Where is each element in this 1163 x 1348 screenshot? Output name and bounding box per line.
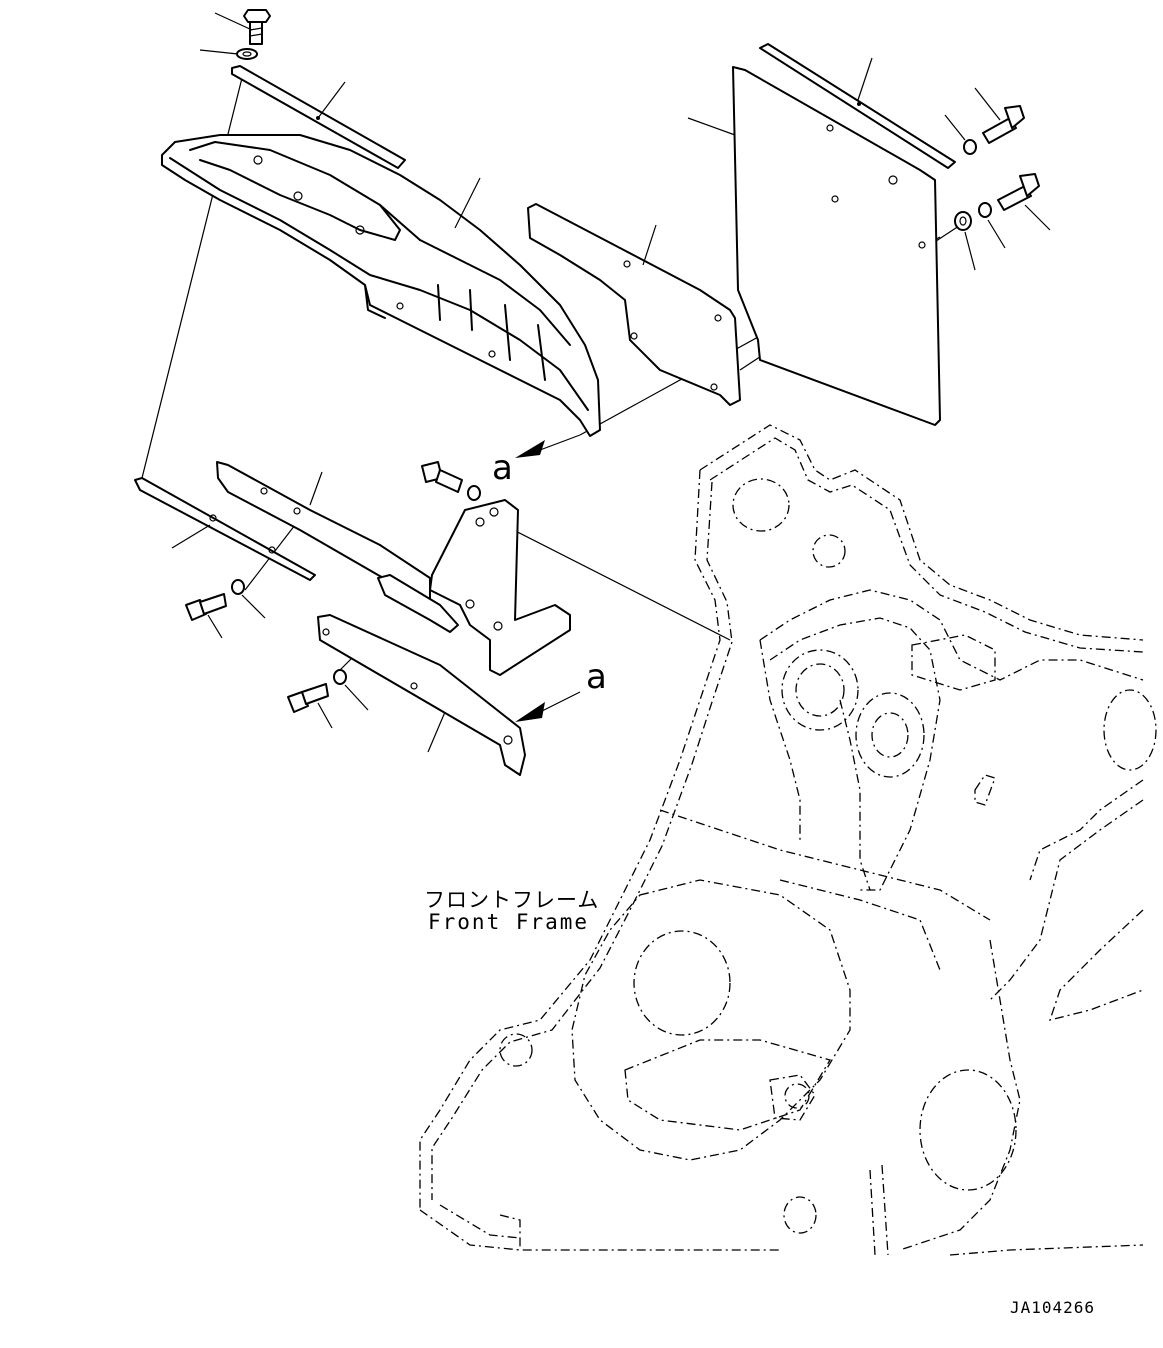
flap-bolt-1 (982, 105, 1025, 144)
flap-bolt-2 (997, 173, 1040, 211)
lower-left-strip (134, 477, 316, 581)
flap-washer-1 (963, 139, 977, 155)
left-bolt-1 (185, 593, 227, 621)
flap-clamp-strip (759, 43, 956, 169)
view-marker-a-upper: a (492, 448, 513, 488)
view-marker-a-lower: a (586, 657, 607, 697)
front-frame (419, 424, 1157, 1256)
left-washer-1 (231, 579, 245, 595)
mud-flap (732, 66, 941, 426)
callout-lines (171, 12, 1051, 753)
front-frame-label-en: Front Frame (428, 910, 590, 934)
stay-bolt (421, 461, 463, 493)
flap-nut (954, 211, 972, 231)
stay-bracket (429, 499, 571, 676)
drawing-number: JA104266 (1009, 1298, 1095, 1317)
left-bolt-2 (287, 683, 329, 713)
fender-cover (161, 134, 601, 437)
stay-washer (467, 485, 481, 501)
mounting-stay (216, 461, 459, 633)
front-frame-label-jp: フロントフレーム (424, 888, 600, 912)
rubber-flap-bracket (527, 203, 741, 406)
flap-washer-2 (978, 202, 992, 218)
left-washer-2 (333, 669, 347, 685)
lower-cover-plate (317, 614, 526, 776)
upper-bolt (243, 9, 271, 45)
upper-washer (236, 48, 258, 60)
